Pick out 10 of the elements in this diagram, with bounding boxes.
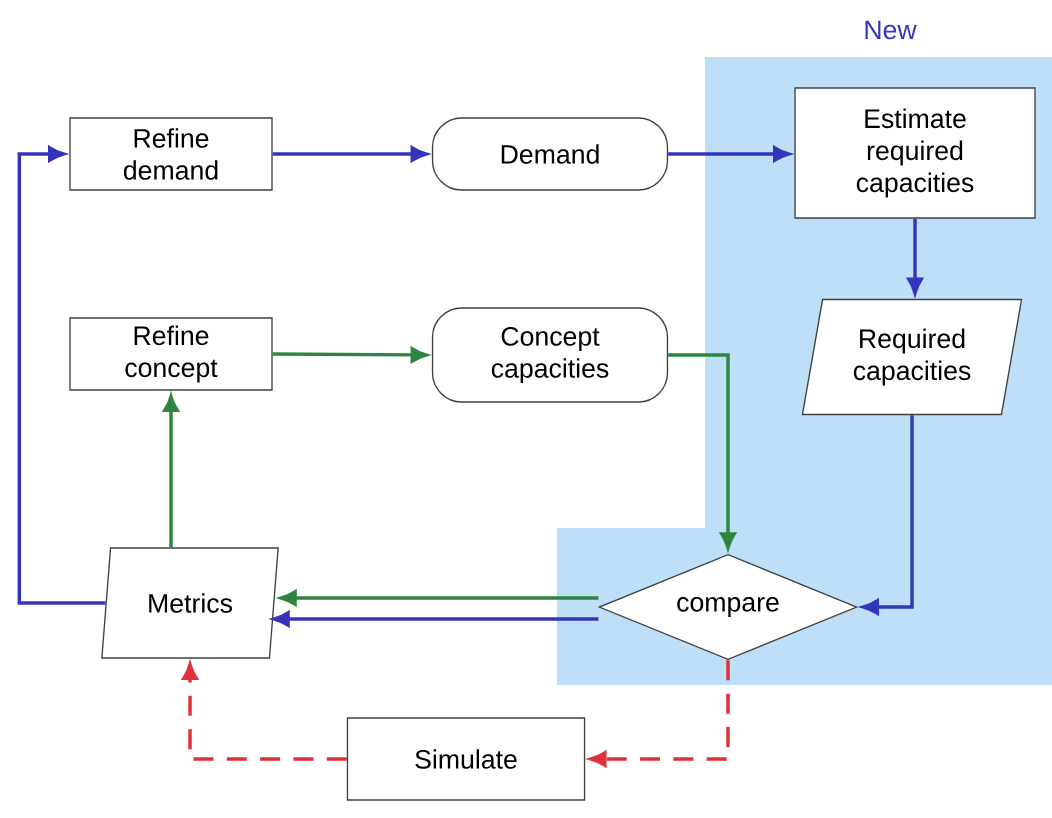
data-parallelogram: Metrics [101,547,279,659]
rounded-box: Demand [431,117,669,191]
node-label: New [865,20,917,40]
process-box: Refine demand [69,117,273,191]
process-box: Simulate [346,717,586,801]
process-box: Estimate required capacities [794,87,1036,219]
rounded-box: Concept capacities [431,307,669,403]
arrow [17,146,106,605]
process-box: Refine concept [69,317,273,391]
data-parallelogram: Required capacities [801,298,1023,416]
